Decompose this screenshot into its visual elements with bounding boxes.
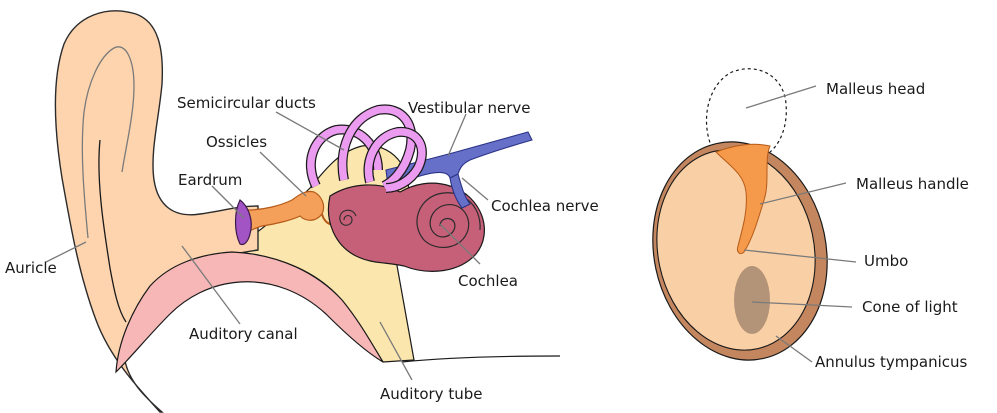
- ear-cross-section: Semicircular ducts Vestibular nerve Ossi…: [5, 11, 599, 412]
- label-eardrum: Eardrum: [178, 171, 242, 189]
- label-semicircular-ducts: Semicircular ducts: [177, 94, 316, 112]
- label-malleus-head: Malleus head: [826, 80, 925, 98]
- label-cone-of-light: Cone of light: [862, 298, 958, 316]
- label-cochlea-nerve: Cochlea nerve: [491, 197, 599, 215]
- label-malleus-handle: Malleus handle: [856, 175, 969, 193]
- label-ossicles: Ossicles: [206, 133, 267, 151]
- label-umbo: Umbo: [864, 252, 908, 270]
- eardrum-face-view: Malleus head Malleus handle Umbo Cone of…: [633, 69, 969, 377]
- malleus-head-outline: [706, 69, 786, 152]
- label-vestibular-nerve: Vestibular nerve: [408, 99, 531, 117]
- label-auditory-tube: Auditory tube: [380, 385, 482, 403]
- cone-of-light: [734, 266, 770, 334]
- lower-outline: [402, 356, 560, 362]
- label-auricle: Auricle: [5, 259, 57, 277]
- label-cochlea: Cochlea: [458, 272, 518, 290]
- label-auditory-canal: Auditory canal: [189, 325, 298, 343]
- label-annulus-tympanicus: Annulus tympanicus: [815, 353, 968, 371]
